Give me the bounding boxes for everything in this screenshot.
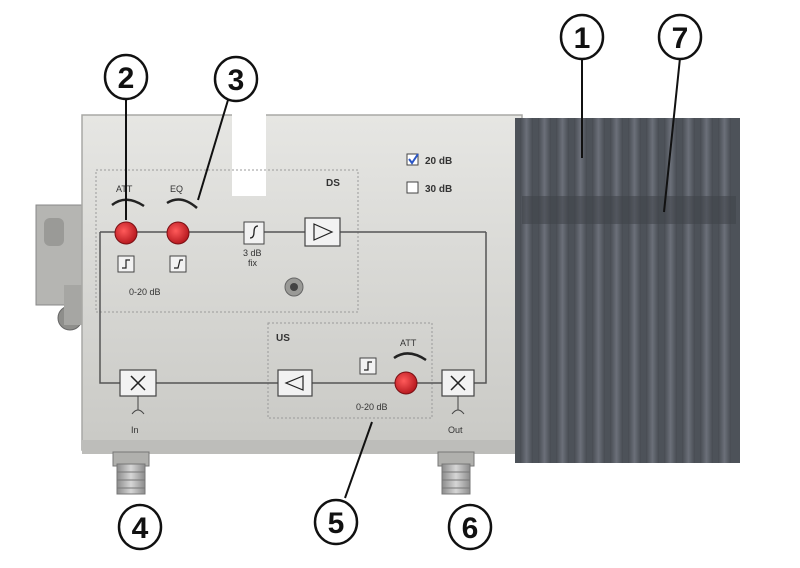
ds-section-box [95,169,359,313]
svg-text:20 dB: 20 dB [425,156,452,167]
in-label: In [131,425,139,435]
input-diplexer-icon [119,369,157,415]
range-label-bottom: 0-20 dB [356,402,388,412]
svg-text:7: 7 [672,22,689,55]
att-knob-us[interactable] [394,371,418,395]
fix-label: fix [248,258,258,268]
callout-5: 5 [313,498,359,546]
fixed-eq-icon [243,221,265,245]
heatsink-fin [682,118,695,463]
svg-text:6: 6 [462,512,479,545]
ds-label: DS [326,178,340,189]
att-label-top: ATT [116,184,133,194]
svg-text:4: 4 [132,512,149,545]
forward-amplifier-icon [304,217,341,247]
gain-option-20db[interactable]: 20 dB [406,153,452,167]
heatsink-fin [520,118,533,463]
heatsink-fin [664,118,677,463]
heatsink-fin [646,118,659,463]
att-setting-icon [117,255,135,273]
svg-text:3: 3 [228,64,245,97]
output-diplexer-icon [441,369,475,415]
eq-knob[interactable] [166,221,190,245]
heatsink-fin [556,118,569,463]
eq-arc-icon [166,198,198,209]
gain-option-30db[interactable]: 30 dB [406,181,452,195]
callout-1: 1 [559,13,605,61]
svg-text:1: 1 [574,22,591,55]
heatsink-fin [538,118,551,463]
heatsink [515,118,740,463]
us-label: US [276,333,290,344]
svg-text:2: 2 [118,62,135,95]
callout-3: 3 [213,55,259,103]
return-amplifier-icon [277,369,313,397]
callout-7: 7 [657,13,703,61]
label-patch [232,108,266,196]
att-label-bottom: ATT [400,338,417,348]
out-label: Out [448,425,463,435]
callout-2: 2 [103,53,149,101]
callout-leaders [125,57,681,499]
heatsink-fin [700,118,713,463]
output-connector [437,451,475,495]
att-setting-bottom-icon [359,357,377,375]
heatsink-fin [718,118,731,463]
test-point[interactable] [284,277,304,297]
input-connector [112,451,150,495]
callout-4: 4 [117,503,163,551]
heatsink-fin [592,118,605,463]
svg-text:30 dB: 30 dB [425,184,452,195]
eq-setting-icon [169,255,187,273]
heatsink-fin [628,118,641,463]
att-knob-ds[interactable] [114,221,138,245]
us-section-box [267,322,433,419]
svg-text:5: 5 [328,507,345,540]
eq-label: EQ [170,184,183,194]
range-label-top: 0-20 dB [129,287,161,297]
callout-6: 6 [447,503,493,551]
heatsink-fin [574,118,587,463]
fix-value: 3 dB [243,248,262,258]
att-arc-bottom-icon [393,352,427,362]
heatsink-fin [610,118,623,463]
